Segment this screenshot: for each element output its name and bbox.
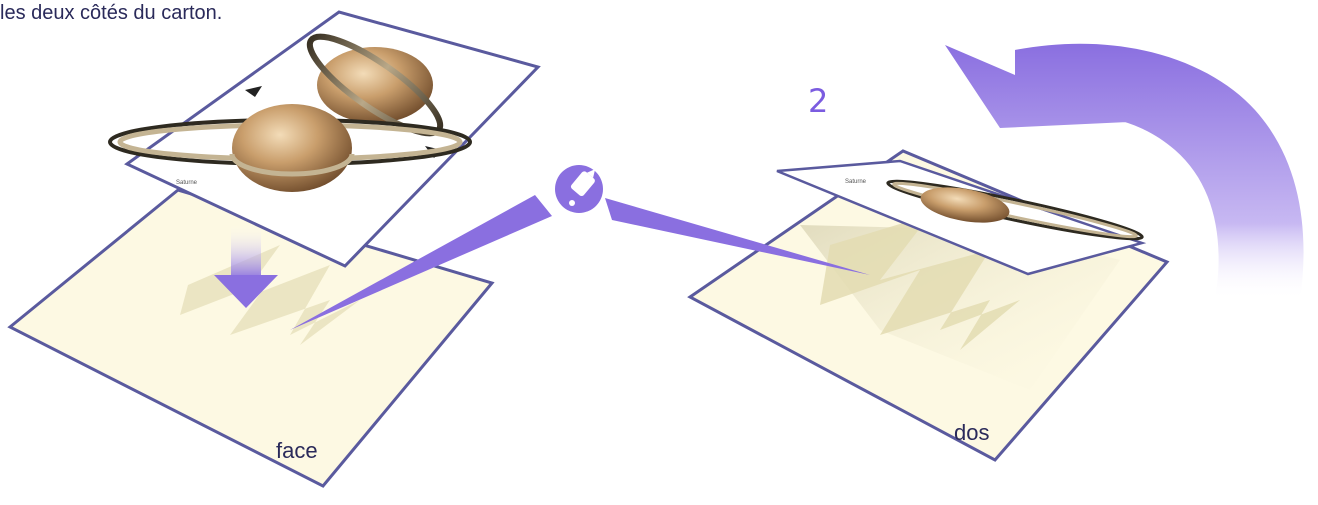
face-board <box>7 188 495 488</box>
glue-bottle-icon <box>555 165 603 213</box>
card-caption-face: Saturne <box>176 180 198 186</box>
dos-card: Saturne <box>776 159 1147 276</box>
flip-arrow-icon <box>945 43 1304 300</box>
face-label: face <box>276 438 318 463</box>
instruction-caption: les deux côtés du carton. <box>0 2 223 24</box>
face-card: Saturne <box>108 10 541 268</box>
saturn-image-bottom <box>108 104 472 192</box>
glue-beams <box>290 195 870 330</box>
card-caption-dos: Saturne <box>845 179 867 185</box>
glue-zigzag-shape-dos <box>820 215 1020 350</box>
dos-label: dos <box>954 420 990 445</box>
step-number: 2 <box>808 82 829 120</box>
glue-zigzag-shape <box>180 245 360 345</box>
down-arrow-icon <box>214 225 278 308</box>
